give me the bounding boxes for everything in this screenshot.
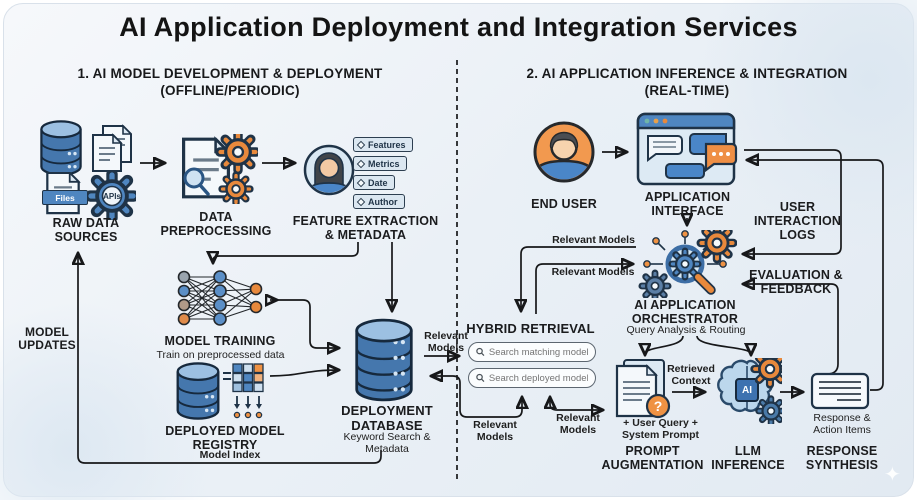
tag-label: Date: [368, 177, 388, 188]
tag-bullet: [356, 178, 366, 187]
apis-badge: APIs: [103, 191, 121, 201]
model-training-sublabel: Train on preprocessed data: [156, 349, 285, 361]
edge-orchestrator-to-prompt: [645, 335, 684, 354]
tag-author: Author: [353, 194, 405, 209]
orchestrator-icon: [637, 230, 737, 298]
search-matching-models-box: [468, 342, 596, 362]
tag-label: Metrics: [368, 158, 400, 169]
section-left-title: 1. AI MODEL DEVELOPMENT & DEPLOYMENT: [77, 66, 383, 81]
database-icon: [40, 120, 82, 176]
tag-bullet: [356, 159, 366, 168]
model-training-label: MODEL TRAINING: [164, 334, 276, 348]
hybrid-retrieval-label: HYBRID RETRIEVAL: [466, 321, 595, 336]
tag-bullet: [356, 140, 366, 149]
analyst-avatar-icon: [303, 144, 355, 196]
tag-features: Features: [353, 137, 413, 152]
user-interaction-logs-label: USER INTERACTION LOGS: [753, 200, 842, 242]
model-grid-icon: [232, 363, 264, 393]
edge-hybrid-database-return: [432, 376, 522, 418]
prompt-augmentation-sublabel: + User Query + System Prompt: [621, 417, 700, 442]
edge-label-model-index: Model Index: [199, 449, 261, 461]
data-preprocessing-label: DATA PREPROCESSING: [160, 210, 272, 238]
feature-extraction-label: FEATURE EXTRACTION & METADATA: [292, 214, 439, 242]
edge-training-to-database: [276, 299, 338, 348]
edge-label-relevant-models-prompt: Relevant Models: [556, 412, 600, 436]
application-interface-label: APPLICATION INTERFACE: [644, 190, 731, 218]
section-header-right: 2. AI APPLICATION INFERENCE & INTEGRATIO…: [487, 66, 887, 100]
tag-bullet: [356, 197, 366, 206]
section-left-subtitle: (OFFLINE/PERIODIC): [160, 82, 300, 98]
metadata-tags: Features Metrics Date Author: [353, 137, 413, 209]
tag-date: Date: [353, 175, 395, 190]
response-document-icon: [810, 372, 870, 410]
section-header-left: 1. AI MODEL DEVELOPMENT & DEPLOYMENT (OF…: [30, 66, 430, 100]
apis-gear-icon: [88, 172, 136, 220]
link-dashes-icon: [223, 372, 231, 380]
response-synthesis-sublabel: Response & Action Items: [813, 412, 871, 437]
edge-registry-to-database: [269, 370, 338, 376]
registry-database-icon: [176, 362, 220, 420]
tag-label: Features: [368, 139, 406, 150]
search-icon: [476, 373, 485, 382]
deployed-model-registry-label: DEPLOYED MODEL REGISTRY: [165, 424, 285, 452]
edge-hybrid-to-prompt: [550, 398, 602, 410]
edge-label-relevant-models-top: Relevant Models: [552, 234, 635, 246]
end-user-label: END USER: [531, 197, 597, 211]
response-synthesis-label: RESPONSE SYNTHESIS: [805, 444, 879, 472]
search-matching-models-input[interactable]: [488, 346, 588, 358]
end-user-avatar: [533, 121, 595, 183]
deployment-database-label: DEPLOYMENT DATABASE: [341, 403, 433, 433]
registry-arrows-icon: [233, 396, 263, 419]
edge-label-retrieved-context: Retrieved Context: [667, 363, 715, 387]
search-icon: [476, 347, 485, 356]
deployment-database-icon: [355, 318, 413, 402]
edge-orchestrator-to-llm: [696, 335, 751, 354]
data-preprocessing-icon: [182, 134, 258, 204]
section-right-subtitle: (REAL-TIME): [644, 82, 730, 98]
prompt-augmentation-icon: [615, 359, 671, 419]
orchestrator-label: AI APPLICATION ORCHESTRATOR: [631, 298, 739, 326]
application-interface-icon: [636, 112, 738, 186]
files-badge: Files: [42, 190, 88, 205]
question-mark: ?: [653, 398, 663, 414]
edge-label-relevant-models-db: Relevant Models: [424, 330, 468, 354]
section-right-title: 2. AI APPLICATION INFERENCE & INTEGRATIO…: [526, 66, 848, 81]
orchestrator-sublabel: Query Analysis & Routing: [626, 324, 746, 336]
ai-chip-label: AI: [742, 384, 752, 396]
raw-data-sources-label: RAW DATA SOURCES: [52, 216, 120, 244]
edge-label-relevant-models-return: Relevant Models: [473, 419, 517, 443]
llm-inference-label: LLM INFERENCE: [711, 444, 785, 472]
evaluation-feedback-label: EVALUATION & FEEDBACK: [749, 268, 843, 296]
model-updates-label: MODEL UPDATES: [18, 325, 76, 353]
prompt-augmentation-label: PROMPT AUGMENTATION: [601, 444, 704, 472]
neural-network-icon: [177, 270, 263, 326]
sparkle-decoration: ✦: [884, 464, 901, 486]
page-title: AI Application Deployment and Integratio…: [119, 12, 798, 42]
search-deployed-models-box: [468, 368, 596, 388]
tag-label: Author: [368, 196, 398, 207]
deployment-database-sublabel: Keyword Search & Metadata: [343, 431, 431, 456]
edge-response-feedback-orchestrator: [744, 284, 839, 375]
llm-brain-icon: [717, 358, 782, 424]
search-deployed-models-input[interactable]: [488, 372, 588, 384]
edge-label-relevant-models-mid: Relevant Models: [551, 266, 635, 278]
edge-feature-to-training: [213, 242, 359, 262]
tag-metrics: Metrics: [353, 156, 407, 171]
documents-icon: [92, 125, 132, 172]
